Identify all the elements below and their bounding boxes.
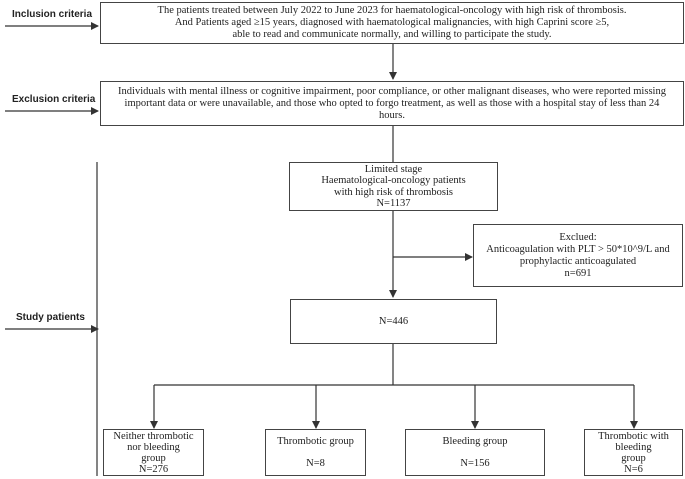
inclusion-line-3: able to read and communicate normally, a… xyxy=(232,29,552,40)
neither-line-2: nor bleeding xyxy=(127,441,180,453)
exclusion-criteria-box: Individuals with mental illness or cogni… xyxy=(100,81,684,126)
limited-line-3: with high risk of thrombosis xyxy=(333,186,453,198)
limited-stage-box: Limited stage Haematological-oncology pa… xyxy=(289,162,498,211)
thrombotic-count: N=8 xyxy=(306,457,325,469)
excluded-line-2: prophylactic anticoagulated xyxy=(519,255,637,267)
exclusion-line-2: important data or were unavailable, and … xyxy=(124,97,660,109)
excluded-title: Exclued: xyxy=(559,231,597,243)
excluded-count: n=691 xyxy=(564,267,592,279)
label-inclusion-criteria: Inclusion criteria xyxy=(12,9,93,20)
label-study-patients: Study patients xyxy=(16,312,85,323)
bleeding-group-box: Bleeding group N=156 xyxy=(405,429,545,476)
thrombotic-label: Thrombotic group xyxy=(277,435,354,447)
both-line-3: group xyxy=(621,452,646,464)
limited-line-2: Haematological-oncology patients xyxy=(321,175,466,186)
exclusion-line-1: Individuals with mental illness or cogni… xyxy=(118,85,666,97)
thrombotic-group-box: Thrombotic group N=8 xyxy=(265,429,366,476)
inclusion-line-1: The patients treated between July 2022 t… xyxy=(157,5,627,16)
total-patients-box: N=446 xyxy=(290,299,497,344)
inclusion-line-2: And Patients aged ≥15 years, diagnosed w… xyxy=(174,17,610,28)
label-exclusion-criteria: Exclusion criteria xyxy=(12,94,96,105)
limited-count: N=1137 xyxy=(376,198,411,209)
excluded-line-1: Anticoagulation with PLT > 50*10^9/L and xyxy=(486,243,670,255)
exclusion-line-3: hours. xyxy=(379,109,405,121)
both-count: N=6 xyxy=(624,463,643,475)
total-count: N=446 xyxy=(378,315,409,327)
bleeding-label: Bleeding group xyxy=(442,435,508,447)
limited-line-1: Limited stage xyxy=(364,163,423,175)
neither-line-1: Neither thrombotic xyxy=(113,430,194,442)
excluded-box: Exclued: Anticoagulation with PLT > 50*1… xyxy=(473,224,683,287)
bleeding-count: N=156 xyxy=(460,457,490,469)
thrombotic-bleeding-group-box: Thrombotic with bleeding group N=6 xyxy=(584,429,683,476)
neither-group-box: Neither thrombotic nor bleeding group N=… xyxy=(103,429,204,476)
inclusion-criteria-box: The patients treated between July 2022 t… xyxy=(100,2,684,44)
neither-count: N=276 xyxy=(138,463,169,475)
neither-line-3: group xyxy=(141,452,166,464)
both-line-1: Thrombotic with xyxy=(598,430,669,442)
both-line-2: bleeding xyxy=(615,441,652,453)
